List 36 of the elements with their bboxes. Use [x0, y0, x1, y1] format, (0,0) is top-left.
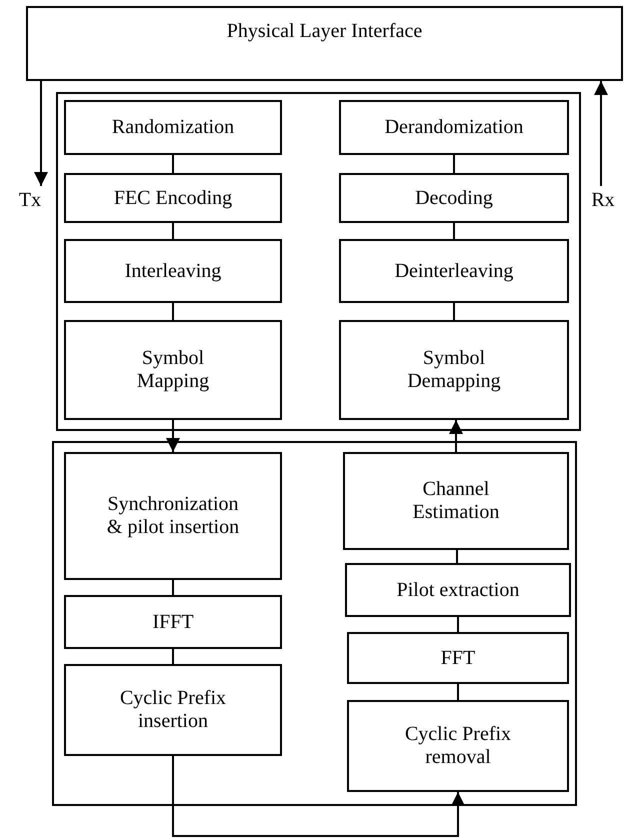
- connector-line: [172, 649, 174, 664]
- arrow: [449, 420, 463, 452]
- signal-label: Tx: [18, 188, 42, 212]
- connector-line: [457, 684, 459, 700]
- process-box: IFFT: [64, 595, 282, 649]
- process-box: Symbol Mapping: [64, 320, 282, 420]
- container-box: [52, 441, 577, 806]
- arrow: [172, 756, 465, 837]
- process-box: Cyclic Prefix removal: [347, 700, 569, 792]
- process-box: Cyclic Prefix insertion: [64, 664, 282, 756]
- arrow: [166, 420, 180, 452]
- connector-line: [453, 155, 455, 173]
- signal-label: Rx: [590, 188, 616, 212]
- process-box: Channel Estimation: [343, 452, 569, 550]
- process-box: Synchronization & pilot insertion: [64, 452, 282, 580]
- connector-line: [172, 303, 174, 320]
- process-box: Decoding: [339, 173, 569, 223]
- connector-line: [453, 303, 455, 320]
- connector-line: [457, 617, 459, 632]
- connector-line: [456, 550, 458, 563]
- process-box: Deinterleaving: [339, 239, 569, 303]
- connector-line: [172, 155, 174, 173]
- arrow: [594, 81, 608, 186]
- connector-line: [453, 223, 455, 239]
- process-box: FFT: [347, 632, 569, 684]
- process-box: Interleaving: [64, 239, 282, 303]
- process-box: Randomization: [64, 100, 282, 155]
- process-box: FEC Encoding: [64, 173, 282, 223]
- interface-box: Physical Layer Interface: [26, 6, 623, 81]
- process-box: Derandomization: [339, 100, 569, 155]
- container-box: [56, 92, 581, 431]
- arrow: [34, 81, 48, 186]
- connector-line: [172, 223, 174, 239]
- connector-line: [172, 580, 174, 595]
- process-box: Pilot extraction: [345, 563, 571, 617]
- process-box: Symbol Demapping: [339, 320, 569, 420]
